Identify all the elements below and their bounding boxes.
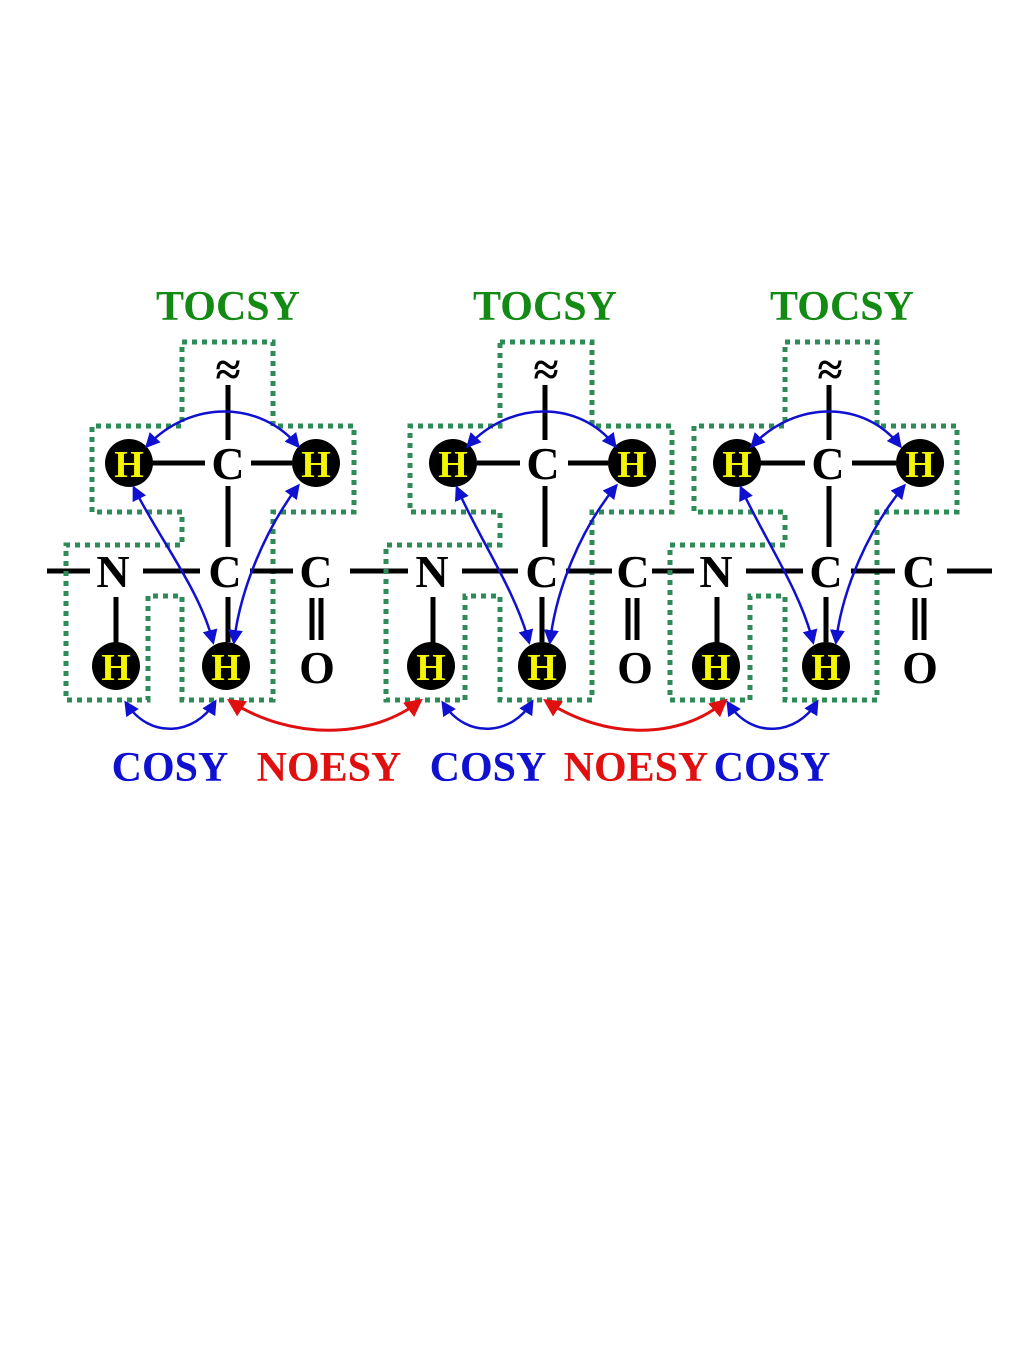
tocsy-label: TOCSY <box>473 284 617 330</box>
carbonyl-carbon: C <box>299 546 332 597</box>
svg-text:H: H <box>438 444 468 486</box>
svg-text:H: H <box>811 647 841 689</box>
tocsy-label: TOCSY <box>770 284 914 330</box>
cosy-label: COSY <box>714 745 831 791</box>
hydrogen-beta-left: H <box>429 439 477 487</box>
svg-text:H: H <box>211 647 241 689</box>
hydrogen-beta-left: H <box>105 439 153 487</box>
oxygen: O <box>617 642 653 693</box>
carbon-alpha: C <box>208 546 241 597</box>
cosy-arrow <box>726 699 819 730</box>
carbon-alpha: C <box>809 546 842 597</box>
hydrogen-beta-left: H <box>713 439 761 487</box>
tocsy-arrow-beta-alpha <box>543 483 618 645</box>
carbonyl-carbon: C <box>616 546 649 597</box>
hydrogen-amide: H <box>92 642 140 690</box>
svg-text:H: H <box>114 444 144 486</box>
carbon-alpha: C <box>525 546 558 597</box>
carbon-beta: C <box>811 438 844 489</box>
tocsy-arrow-beta-alpha <box>739 485 818 645</box>
svg-text:H: H <box>701 647 731 689</box>
hydrogen-alpha: H <box>202 642 250 690</box>
svg-text:H: H <box>101 647 131 689</box>
svg-text:H: H <box>527 647 557 689</box>
cosy-arrow <box>124 699 217 730</box>
hydrogen-alpha: H <box>802 642 850 690</box>
nitrogen: N <box>415 546 448 597</box>
tocsy-arrow-beta-alpha <box>132 485 218 645</box>
noesy-label: NOESY <box>257 745 402 791</box>
carbon-beta: C <box>211 438 244 489</box>
noesy-arrow-1-2 <box>226 698 423 732</box>
residue-3: ≈ C N C C O H H H H <box>652 339 960 730</box>
carbonyl-carbon: C <box>902 546 935 597</box>
tocsy-arrow-beta-alpha <box>829 483 906 645</box>
hydrogen-amide: H <box>407 642 455 690</box>
svg-text:H: H <box>722 444 752 486</box>
hydrogen-beta-right: H <box>292 439 340 487</box>
oxygen: O <box>299 642 335 693</box>
tocsy-arrow-beta-alpha <box>454 485 534 645</box>
tocsy-arrow-beta-beta <box>144 410 300 449</box>
hydrogen-beta-right: H <box>896 439 944 487</box>
noesy-label: NOESY <box>564 745 709 791</box>
svg-text:H: H <box>905 444 935 486</box>
svg-text:H: H <box>617 444 647 486</box>
residue-2: ≈ C N C C O H H H H <box>350 339 675 730</box>
cosy-label: COSY <box>430 745 547 791</box>
tocsy-label: TOCSY <box>156 284 300 330</box>
carbon-beta: C <box>526 438 559 489</box>
svg-text:H: H <box>416 647 446 689</box>
nitrogen: N <box>96 546 129 597</box>
residue-1: ≈ C N C C O H H H H <box>63 339 357 730</box>
svg-text:H: H <box>301 444 331 486</box>
cosy-label: COSY <box>112 745 229 791</box>
tocsy-arrow-beta-beta <box>749 410 902 449</box>
hydrogen-amide: H <box>692 642 740 690</box>
oxygen: O <box>902 642 938 693</box>
hydrogen-alpha: H <box>518 642 566 690</box>
tocsy-arrow-beta-alpha <box>227 483 300 645</box>
hydrogen-beta-right: H <box>608 439 656 487</box>
nitrogen: N <box>699 546 732 597</box>
tocsy-arrow-beta-beta <box>465 410 617 449</box>
cosy-arrow <box>441 699 534 730</box>
noesy-arrow-2-3 <box>542 698 728 732</box>
